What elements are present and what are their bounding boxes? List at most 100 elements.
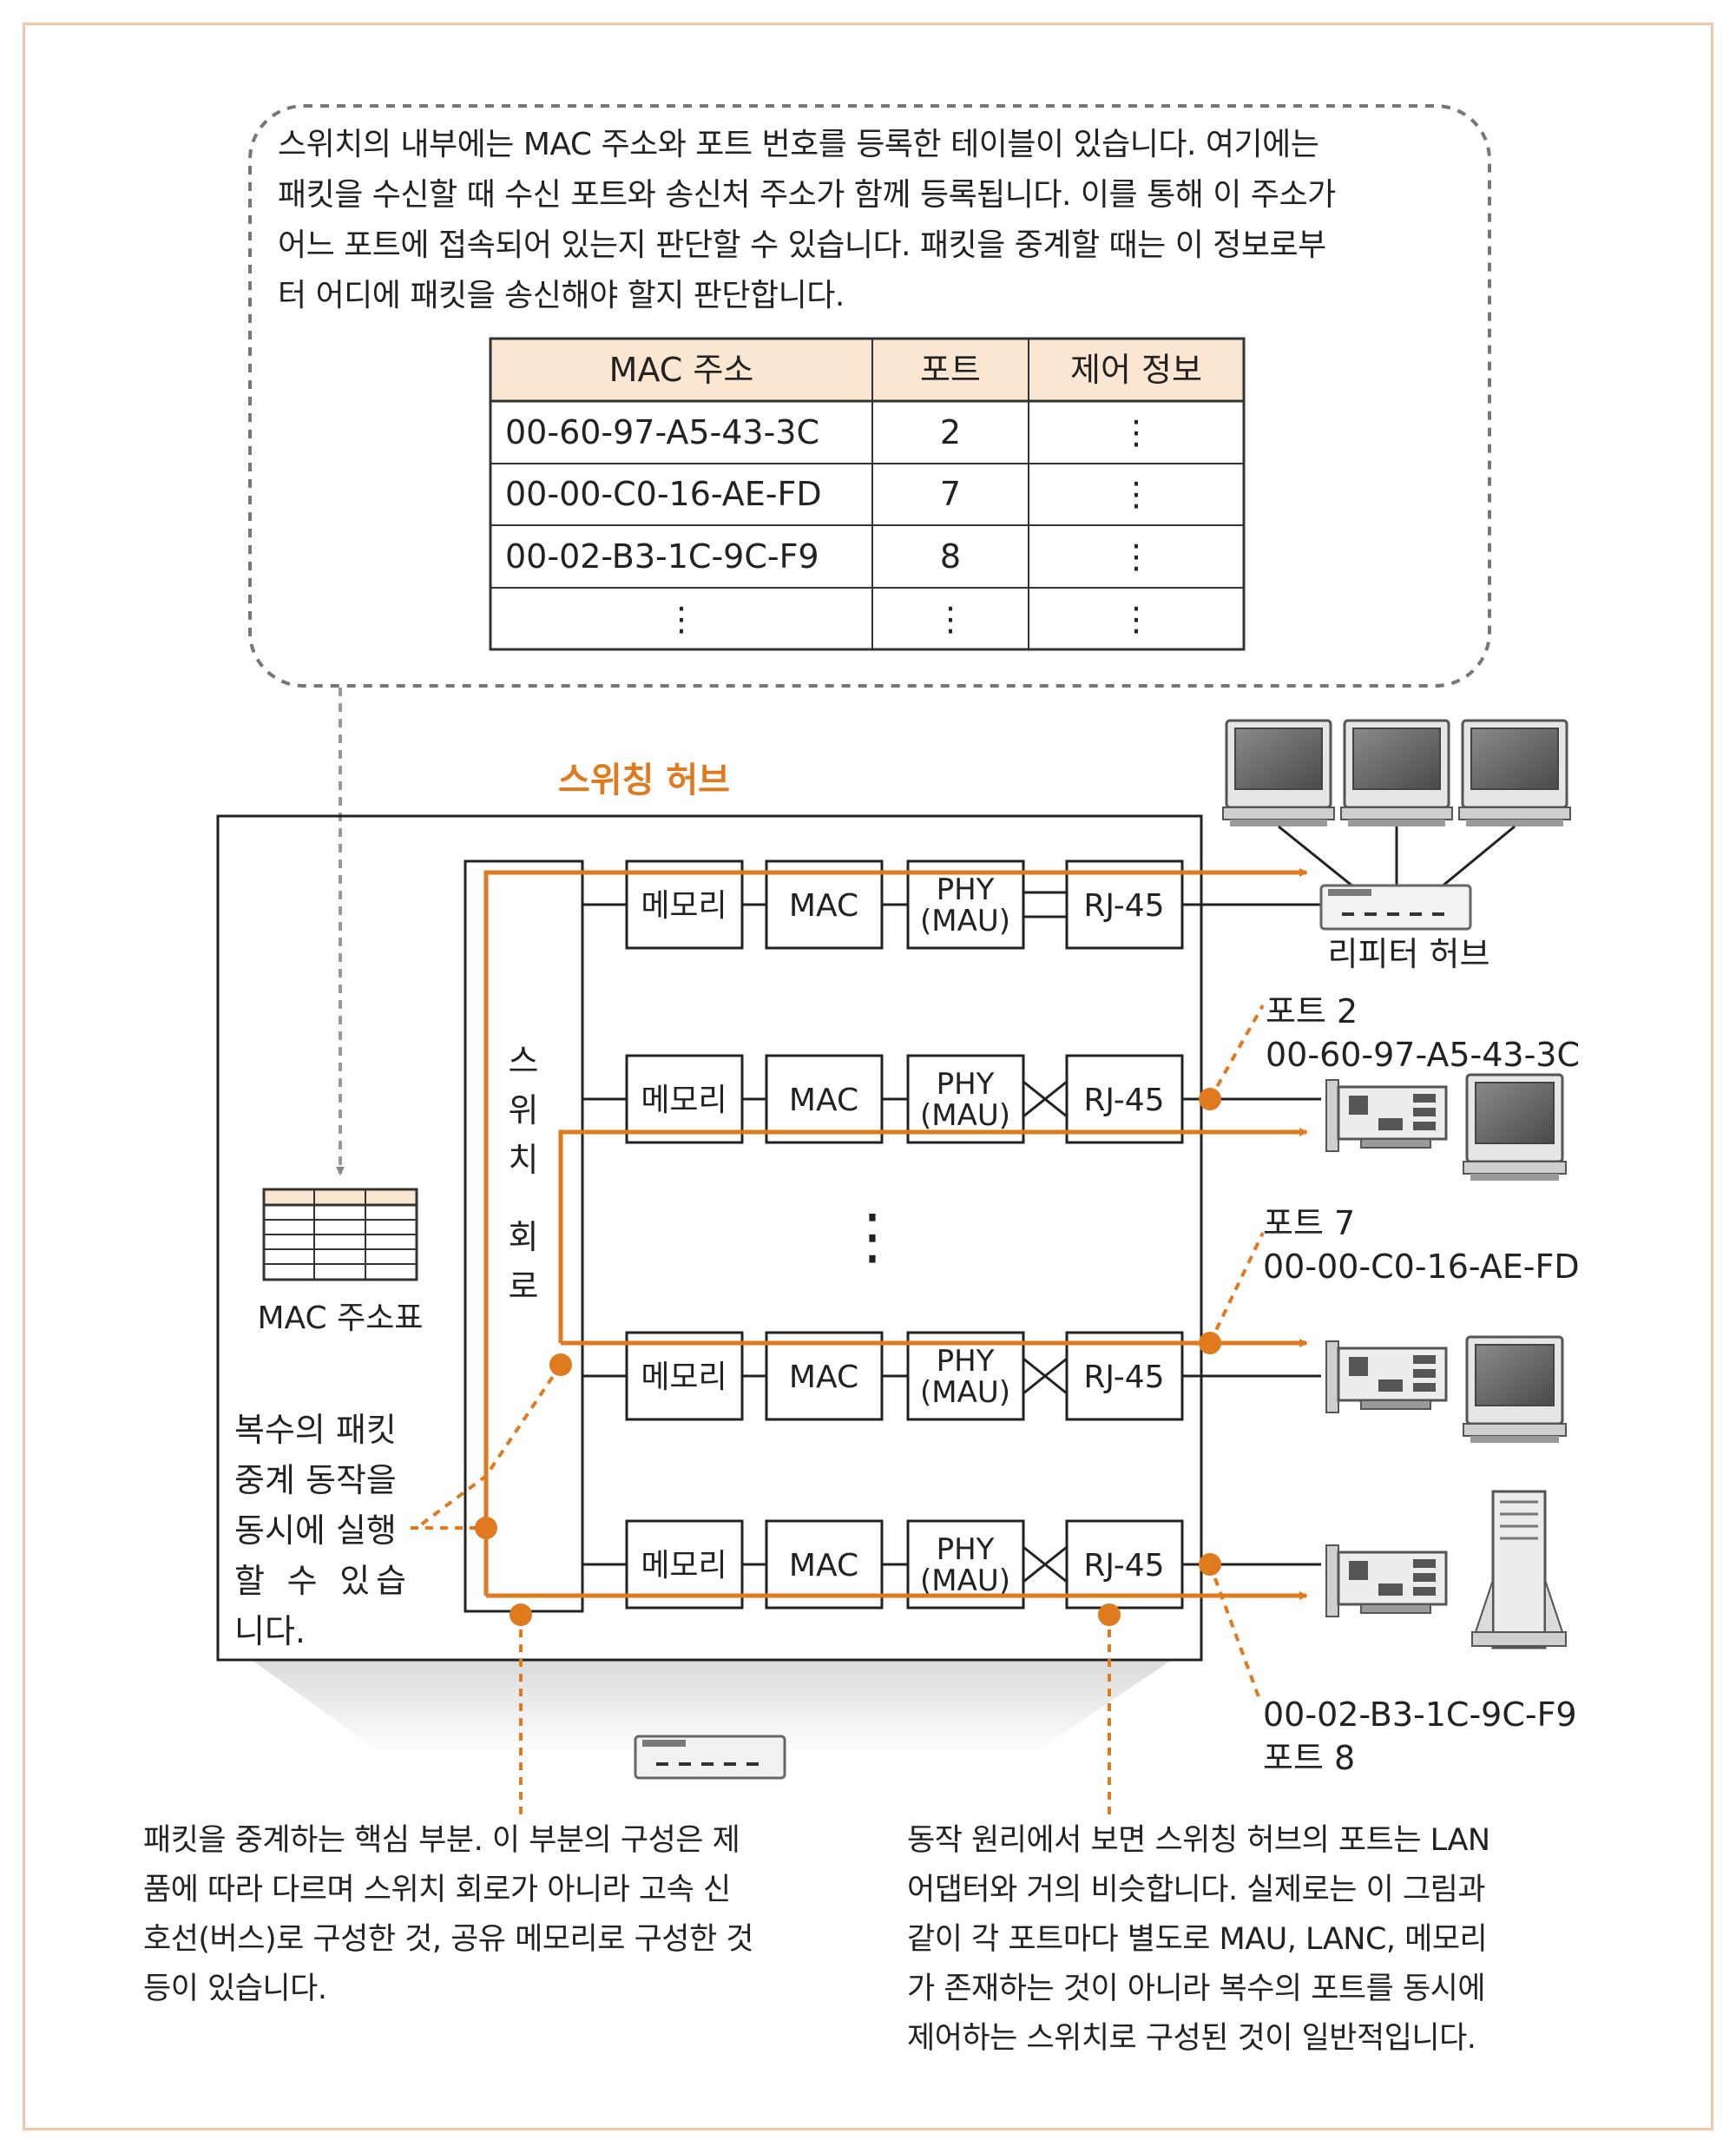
mac-table-icon — [262, 1188, 418, 1281]
repeater-hub-icon — [1319, 884, 1472, 931]
switch-label-char: 회 — [509, 1218, 539, 1256]
phy-box — [906, 1519, 1025, 1610]
mac-box — [765, 859, 884, 950]
phy-box — [906, 1331, 1025, 1421]
table-cell: 00-00-C0-16-AE-FD — [505, 475, 822, 513]
core-note-line: 호선(버스)로 구성한 것, 공유 메모리로 구성한 것 — [143, 1922, 754, 1957]
rj45-box — [1065, 1519, 1184, 1610]
mac-label: MAC — [789, 1360, 858, 1395]
rj45-box — [1065, 1331, 1184, 1421]
svg-text:00-60-97-A5-43-3C: 00-60-97-A5-43-3C — [1266, 1036, 1580, 1074]
multi-relay-line: 니다. — [234, 1612, 306, 1650]
mac-table-icon-label: MAC 주소표 — [258, 1300, 424, 1336]
phy-label: PHY — [937, 872, 995, 907]
leader-lines — [411, 1004, 1265, 1814]
port-row: 메모리 MAC PHY(MAU) RJ-45 — [582, 859, 1321, 950]
lan-card-icon — [1325, 1340, 1448, 1413]
switch-label-char: 위 — [509, 1091, 539, 1129]
mac-label: MAC — [789, 1548, 858, 1583]
table-header-cell: 포트 — [920, 351, 981, 389]
core-note-line: 패킷을 중계하는 핵심 부분. 이 부분의 구성은 제 — [143, 1823, 740, 1858]
rj45-label: RJ-45 — [1083, 888, 1164, 924]
repeater-hub-label: 리피터 허브 — [1328, 935, 1490, 973]
table-cell: ⋮ — [1120, 537, 1153, 576]
port8-annotation: 00-02-B3-1C-9C-F9 포트 8 — [1263, 1695, 1577, 1777]
svg-text:포트 7: 포트 7 — [1263, 1204, 1355, 1242]
intro-line: 터 어디에 패킷을 송신해야 할지 판단합니다. — [278, 278, 845, 313]
port-note: 동작 원리에서 보면 스위칭 허브의 포트는 LAN 어댑터와 거의 비슷합니다… — [907, 1816, 1628, 2064]
pc-monitor-icon — [1222, 719, 1335, 826]
svg-text:포트 2: 포트 2 — [1266, 992, 1358, 1030]
table-header-cell: 제어 정보 — [1070, 351, 1202, 389]
switch-label-char: 치 — [509, 1141, 539, 1179]
port-note-line: 제어하는 스위치로 구성된 것이 일반적입니다. — [907, 2021, 1476, 2056]
port2-annotation: 포트 2 00-60-97-A5-43-3C — [1266, 992, 1580, 1074]
port7-annotation: 포트 7 00-00-C0-16-AE-FD — [1263, 1204, 1580, 1286]
svg-text:00-00-C0-16-AE-FD: 00-00-C0-16-AE-FD — [1263, 1248, 1580, 1286]
intro-line: 스위치의 내부에는 MAC 주소와 포트 번호를 등록한 테이블이 있습니다. … — [278, 127, 1319, 162]
multi-relay-line: 중계 동작을 — [234, 1461, 397, 1499]
page-frame — [23, 23, 1713, 2130]
phy-box — [906, 1054, 1025, 1144]
switching-hub-box — [216, 814, 1203, 1662]
multi-relay-line: 동시에 실행 — [234, 1511, 397, 1550]
mau-label: (MAU) — [920, 1564, 1010, 1598]
table-cell: ⋮ — [1120, 413, 1153, 451]
mac-label: MAC — [789, 888, 858, 924]
mac-box — [765, 1331, 884, 1421]
table-cell: 00-02-B3-1C-9C-F9 — [505, 537, 819, 576]
table-cell: ⋮ — [1120, 600, 1153, 638]
core-note-line: 등이 있습니다. — [143, 1972, 327, 2006]
memory-box — [625, 1054, 744, 1144]
lan-card-icon — [1325, 1544, 1448, 1617]
mau-label: (MAU) — [920, 1375, 1010, 1410]
memory-box — [625, 1519, 744, 1610]
mac-box — [765, 1054, 884, 1144]
table-cell: 7 — [940, 475, 961, 513]
small-hub-icon — [634, 1735, 786, 1780]
table-cell: ⋮ — [934, 600, 967, 638]
multi-relay-line: 복수의 패킷 — [234, 1411, 397, 1449]
table-cell: ⋮ — [1120, 475, 1153, 513]
table-cell: 8 — [940, 537, 961, 576]
rj45-box — [1065, 1054, 1184, 1144]
rj45-label: RJ-45 — [1083, 1083, 1164, 1118]
port-note-line: 어댑터와 거의 비슷합니다. 실제로는 이 그림과 — [907, 1873, 1486, 1907]
server-icon — [1471, 1490, 1567, 1649]
phy-label: PHY — [937, 1344, 995, 1379]
core-note: 패킷을 중계하는 핵심 부분. 이 부분의 구성은 제 품에 따라 다르며 스위… — [143, 1816, 864, 2014]
memory-box — [625, 859, 744, 950]
rj45-box — [1065, 859, 1184, 950]
mau-label: (MAU) — [920, 1098, 1010, 1133]
leader-dots — [475, 1088, 1221, 1626]
devices — [1222, 719, 1571, 1649]
phy-label: PHY — [937, 1067, 995, 1102]
table-cell: 00-60-97-A5-43-3C — [505, 413, 819, 451]
core-note-line: 품에 따라 다르며 스위치 회로가 아니라 고속 신 — [143, 1873, 731, 1907]
hub-title: 스위칭 허브 — [558, 760, 730, 800]
intro-paragraph: 스위치의 내부에는 MAC 주소와 포트 번호를 등록한 테이블이 있습니다. … — [278, 120, 1467, 321]
memory-box — [625, 1331, 744, 1421]
packet-paths — [483, 868, 1308, 1600]
memory-label: 메모리 — [641, 1083, 727, 1118]
hub-shadow — [252, 1660, 1172, 1754]
multi-relay-line: 할 수 있습 — [234, 1562, 406, 1600]
pc-monitor-icon — [1340, 719, 1453, 826]
phy-box — [906, 859, 1025, 950]
port-note-line: 같이 각 포트마다 별도로 MAU, LANC, 메모리 — [907, 1922, 1488, 1957]
port-note-line: 동작 원리에서 보면 스위칭 허브의 포트는 LAN — [907, 1823, 1490, 1858]
table-cell: 2 — [940, 413, 961, 451]
port-note-line: 가 존재하는 것이 아니라 복수의 포트를 동시에 — [907, 1972, 1486, 2006]
rows-vdots: ⋮ — [842, 1201, 903, 1272]
switch-label-char: 스 — [509, 1042, 539, 1080]
table-header-cell: MAC 주소 — [609, 351, 754, 389]
mau-label: (MAU) — [920, 904, 1010, 938]
pc-monitor-icon — [1463, 1335, 1567, 1443]
memory-label: 메모리 — [641, 888, 727, 924]
table-cell: ⋮ — [665, 600, 698, 638]
